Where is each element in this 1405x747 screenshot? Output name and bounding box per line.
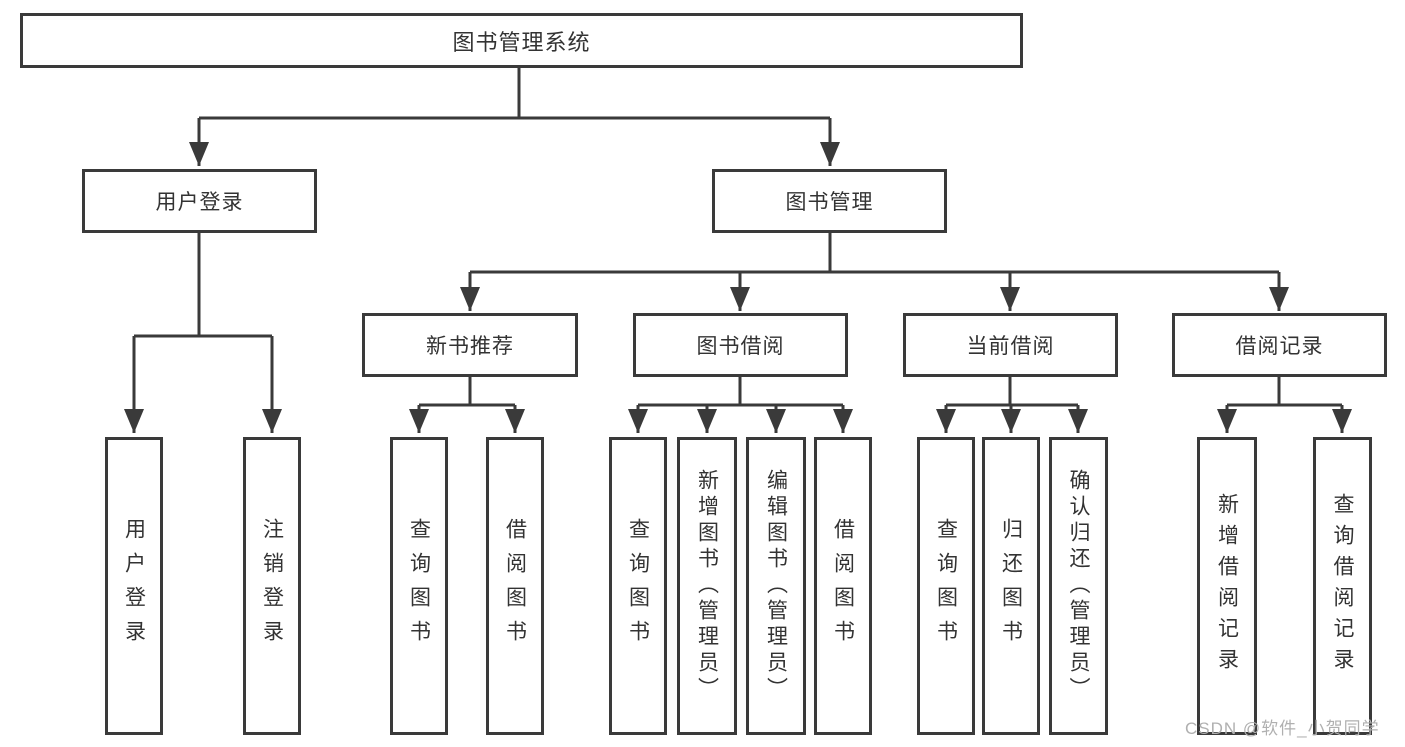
node-label: 图书借阅 [696, 335, 785, 358]
leaf-logout: 注销登录 [243, 437, 301, 735]
node-label: 查询图书 [407, 518, 431, 654]
leaf-confirm-return-admin: 确认归还（管理员） [1049, 437, 1108, 735]
leaf-borrow-books-recommend: 借阅图书 [486, 437, 544, 735]
node-user-login: 用户登录 [82, 169, 317, 233]
leaf-add-books-admin: 新增图书（管理员） [677, 437, 737, 735]
node-label: 注销登录 [260, 518, 284, 654]
leaf-add-borrow-record: 新增借阅记录 [1197, 437, 1257, 735]
leaf-query-books-recommend: 查询图书 [390, 437, 448, 735]
node-label: 借阅图书 [503, 518, 527, 654]
node-label: 查询借阅记录 [1331, 493, 1354, 679]
connector-book-mgmt-children [470, 233, 1279, 274]
node-label: 查询图书 [934, 518, 958, 654]
connector-borrow-records-children [1227, 377, 1342, 407]
node-current-borrowing: 当前借阅 [903, 313, 1118, 377]
leaf-borrow-books: 借阅图书 [814, 437, 872, 735]
node-new-book-recommend: 新书推荐 [362, 313, 578, 377]
node-label: 新书推荐 [426, 335, 514, 358]
node-book-management: 图书管理 [712, 169, 947, 233]
connector-book-borrow-children [638, 377, 843, 407]
node-label: 新增借阅记录 [1215, 493, 1239, 679]
node-label: 借阅记录 [1235, 335, 1324, 358]
leaf-query-borrow-record: 查询借阅记录 [1313, 437, 1372, 735]
connector-user-login-children [134, 233, 272, 338]
node-label: 归还图书 [999, 518, 1023, 654]
connector-root-to-level2 [199, 68, 830, 120]
node-label: 新增图书（管理员） [695, 469, 719, 703]
node-label: 用户登录 [155, 191, 244, 214]
node-label: 确认归还（管理员） [1067, 469, 1090, 703]
leaf-return-books: 归还图书 [982, 437, 1040, 735]
leaf-query-books-current: 查询图书 [917, 437, 975, 735]
connector-current-borrow-children [946, 377, 1078, 407]
node-label: 图书管理 [785, 191, 874, 214]
leaf-edit-books-admin: 编辑图书（管理员） [746, 437, 806, 735]
node-label: 查询图书 [626, 518, 650, 654]
leaf-query-books-borrowing: 查询图书 [609, 437, 667, 735]
csdn-watermark: CSDN @软件_小贺同学 [1185, 719, 1380, 738]
node-label: 编辑图书（管理员） [764, 469, 788, 703]
connector-new-books-children [419, 377, 515, 407]
node-borrowing-records: 借阅记录 [1172, 313, 1387, 377]
node-label: 当前借阅 [966, 335, 1055, 358]
node-label: 借阅图书 [831, 518, 855, 654]
node-label: 用户登录 [122, 518, 146, 654]
leaf-user-login: 用户登录 [105, 437, 163, 735]
node-system-root: 图书管理系统 [20, 13, 1023, 68]
node-book-borrowing: 图书借阅 [633, 313, 848, 377]
node-label: 图书管理系统 [452, 29, 591, 55]
